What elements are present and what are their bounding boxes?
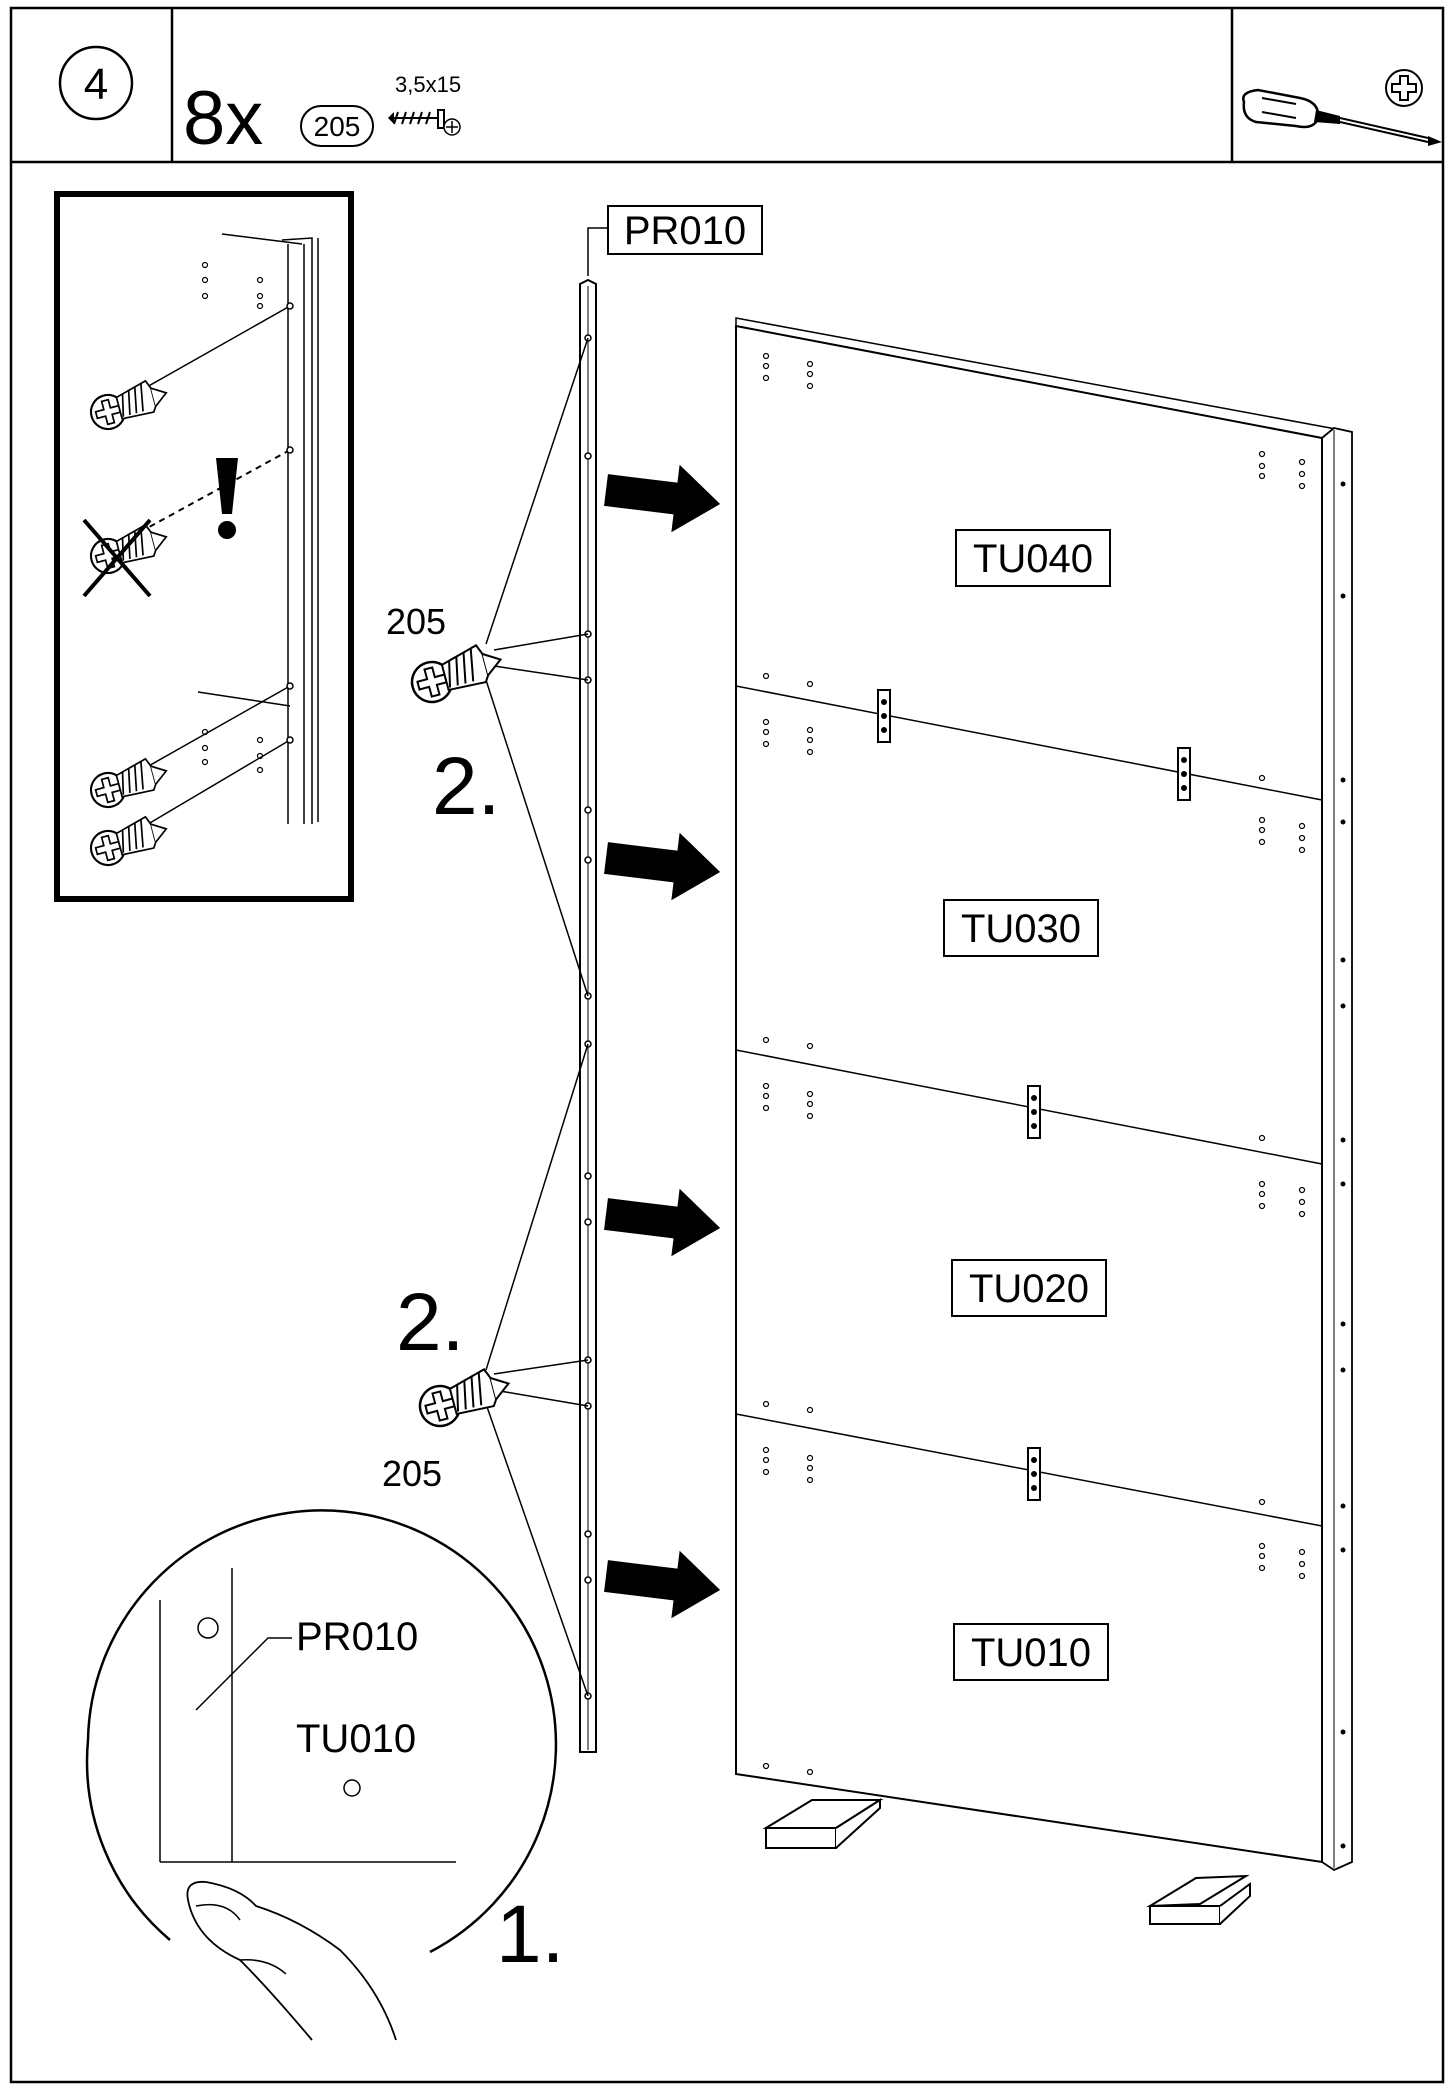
wrong-screw	[82, 518, 173, 598]
step-1-label: 1.	[496, 1889, 564, 1980]
step-number-circle	[58, 45, 134, 121]
arrow-icon	[601, 456, 725, 538]
connector-bracket	[1027, 1447, 1041, 1501]
step-2-upper: 2.	[432, 741, 500, 832]
panel-label-tu030: TU030	[961, 907, 1081, 951]
detail-inset: !	[54, 191, 354, 902]
zoom-detail: PR010 TU010 1.	[85, 1509, 564, 2041]
screw-group-upper: 205 2.	[386, 337, 589, 997]
zoom-label-profile: PR010	[296, 1615, 418, 1659]
profile-label: PR010	[624, 209, 746, 253]
hardware-part-number: 205	[314, 111, 361, 142]
panel-label-tu040: TU040	[973, 537, 1093, 581]
panel-label-tu020: TU020	[969, 1267, 1089, 1311]
panel-assembly: TU040 TU030 TU020 TU010	[735, 317, 1353, 1925]
step-number: 4	[84, 60, 108, 109]
arrow-icon	[601, 824, 725, 906]
step-2-lower: 2.	[396, 1277, 464, 1368]
screw-icon	[388, 109, 461, 136]
screw-icon	[413, 1362, 516, 1432]
hardware-quantity: 8x	[183, 76, 263, 161]
exclamation-icon: !	[216, 458, 238, 539]
zoom-label-panel: TU010	[296, 1717, 416, 1761]
arrow-icon	[601, 1180, 725, 1262]
finger-icon	[186, 1880, 397, 2041]
page-frame	[9, 6, 1445, 2084]
phillips-screwdriver-icon	[1242, 69, 1442, 146]
profile-pr010: PR010	[579, 205, 763, 1753]
connector-bracket	[1027, 1085, 1041, 1139]
connector-bracket	[1177, 747, 1191, 801]
panel-label-tu010: TU010	[971, 1631, 1091, 1675]
screw-group-lower: 2. 205	[382, 1043, 589, 1697]
screw-ref-bottom: 205	[382, 1453, 442, 1494]
screw-ref-top: 205	[386, 601, 446, 642]
arrow-icon	[601, 1542, 725, 1624]
support-blocks	[762, 1798, 1251, 1925]
header: 4 8x 205 3,5x15	[11, 8, 1443, 164]
part-number-oval	[300, 105, 374, 147]
screw-size-label: 3,5x15	[395, 72, 461, 97]
connector-bracket	[877, 689, 891, 743]
